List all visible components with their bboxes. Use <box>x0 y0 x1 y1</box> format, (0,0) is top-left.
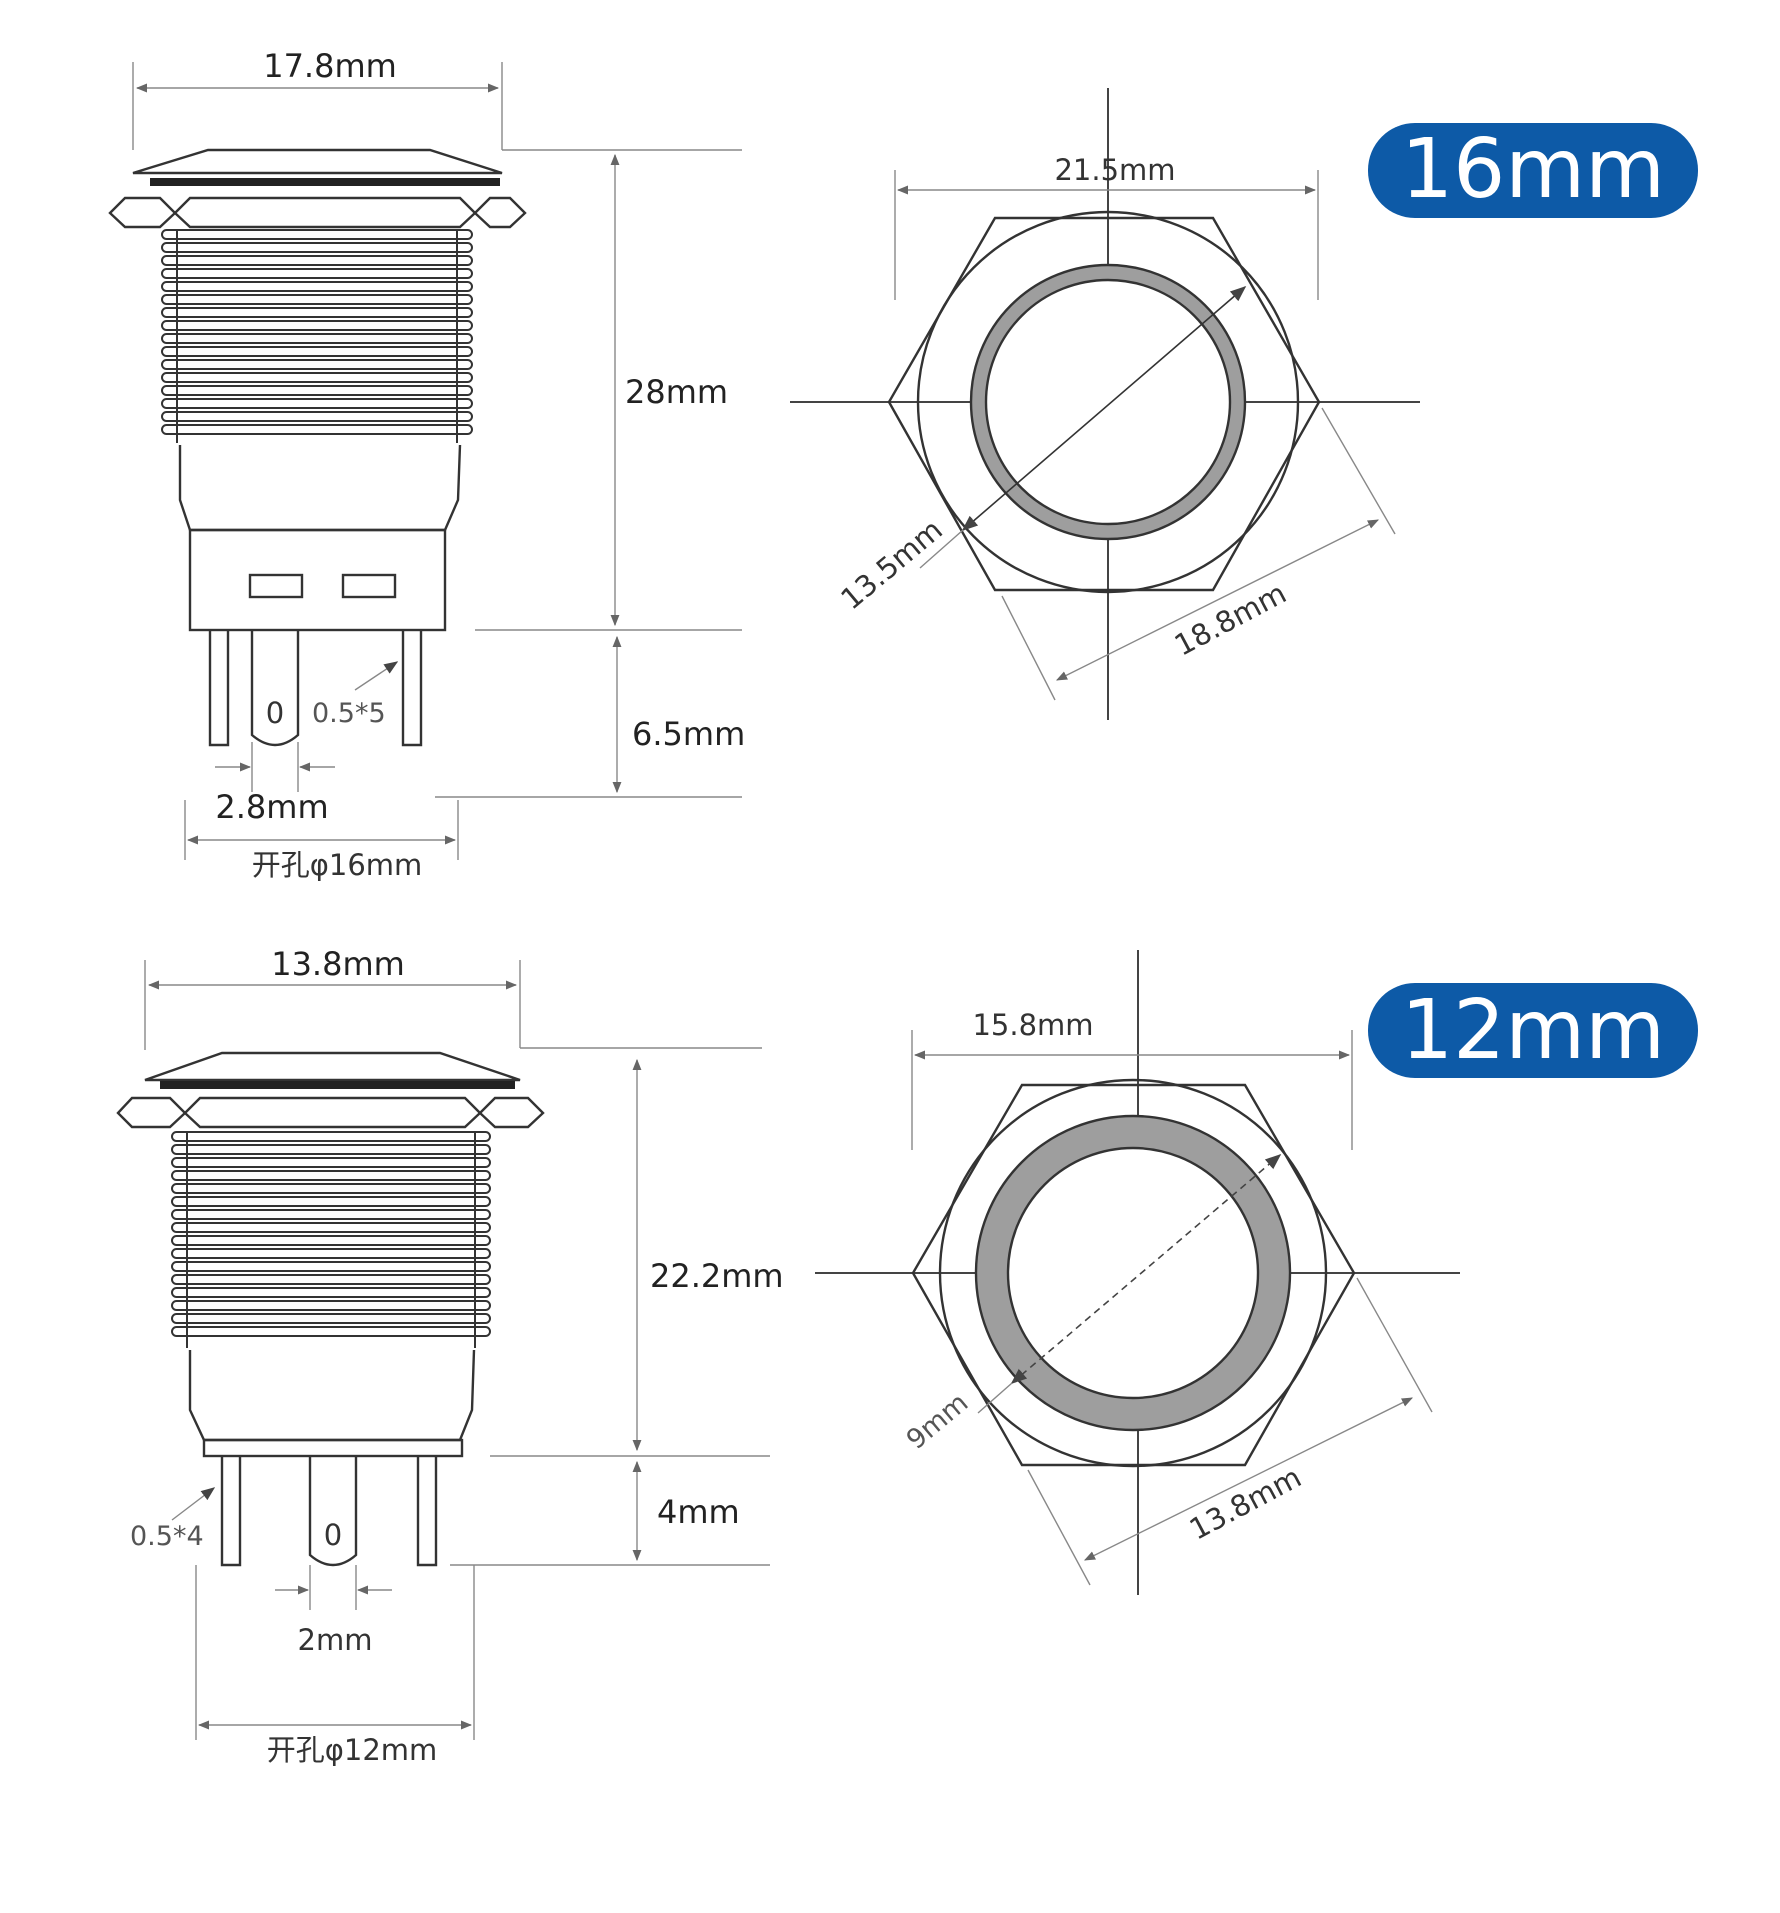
front-view-16mm: 21.5mm 13.5mm 18.8mm <box>790 88 1420 720</box>
size-badge-12mm: 12mm <box>1368 983 1698 1078</box>
terminal-size-label-16: 0.5*5 <box>312 698 386 729</box>
hole-label-16: 开孔φ16mm <box>252 848 423 882</box>
thread-ridge <box>161 294 473 305</box>
thread-ridge <box>161 411 473 422</box>
thread-ridge <box>171 1183 491 1194</box>
thread-ridge <box>161 307 473 318</box>
head-width-label: 17.8mm <box>263 47 397 85</box>
ring-diameter-label-12: 9mm <box>901 1387 974 1456</box>
thread-ridge <box>171 1170 491 1181</box>
terminal-length-label-16: 6.5mm <box>632 715 745 753</box>
across-flats-label-12: 13.8mm <box>1184 1460 1307 1547</box>
terminal-length-label-12: 4mm <box>657 1493 740 1531</box>
head-width-label-12: 13.8mm <box>271 945 405 983</box>
thread-ridge <box>161 398 473 409</box>
thread-12mm <box>171 1131 491 1348</box>
thread-ridge <box>171 1300 491 1311</box>
thread-ridge <box>171 1287 491 1298</box>
thread-ridge <box>161 320 473 331</box>
thread-ridge <box>161 359 473 370</box>
thread-ridge <box>161 229 473 240</box>
thread-ridge <box>161 242 473 253</box>
side-view-16mm: 17.8mm 0 0.5*5 2.8mm 开孔φ16mm <box>108 47 745 882</box>
front-view-12mm: 15.8mm 9mm 13.8mm <box>815 950 1460 1595</box>
terminal-mark-16: 0 <box>266 696 284 730</box>
thread-ridge <box>161 268 473 279</box>
thread-ridge <box>171 1157 491 1168</box>
hole-label-12: 开孔φ12mm <box>267 1733 438 1767</box>
terminal-spacing-label-16: 2.8mm <box>215 788 328 826</box>
thread-ridge <box>171 1235 491 1246</box>
thread-ridge <box>171 1131 491 1142</box>
terminal-mark-12: 0 <box>324 1518 342 1552</box>
terminal-spacing-label-12: 2mm <box>298 1623 373 1657</box>
size-badge-16mm: 16mm <box>1368 122 1698 218</box>
thread-ridge <box>161 255 473 266</box>
thread-ridge <box>171 1196 491 1207</box>
thread-ridge <box>161 281 473 292</box>
thread-ridge <box>171 1313 491 1324</box>
terminal-size-label-12: 0.5*4 <box>130 1521 204 1552</box>
thread-ridge <box>171 1144 491 1155</box>
thread-ridge <box>161 333 473 344</box>
thread-ridge <box>171 1222 491 1233</box>
thread-16mm <box>161 229 473 443</box>
badge-label-16: 16mm <box>1401 122 1665 217</box>
side-view-12mm: 13.8mm 0 0.5*4 2mm 开孔φ12mm 22.2mm 4mm <box>116 945 784 1767</box>
thread-ridge <box>171 1274 491 1285</box>
thread-ridge <box>171 1261 491 1272</box>
thread-ridge <box>171 1209 491 1220</box>
thread-ridge <box>161 385 473 396</box>
nut-width-label-12: 15.8mm <box>972 1008 1093 1042</box>
across-flats-label-16: 18.8mm <box>1169 576 1292 663</box>
thread-ridge <box>161 372 473 383</box>
thread-ridge <box>171 1326 491 1337</box>
body-height-label-12: 22.2mm <box>650 1257 784 1295</box>
badge-label-12: 12mm <box>1401 983 1665 1078</box>
thread-ridge <box>161 424 473 435</box>
body-height-label-16: 28mm <box>625 373 728 411</box>
thread-ridge <box>171 1248 491 1259</box>
ring-diameter-label-16: 13.5mm <box>834 512 949 616</box>
nut-width-label-16: 21.5mm <box>1054 153 1175 187</box>
thread-ridge <box>161 346 473 357</box>
